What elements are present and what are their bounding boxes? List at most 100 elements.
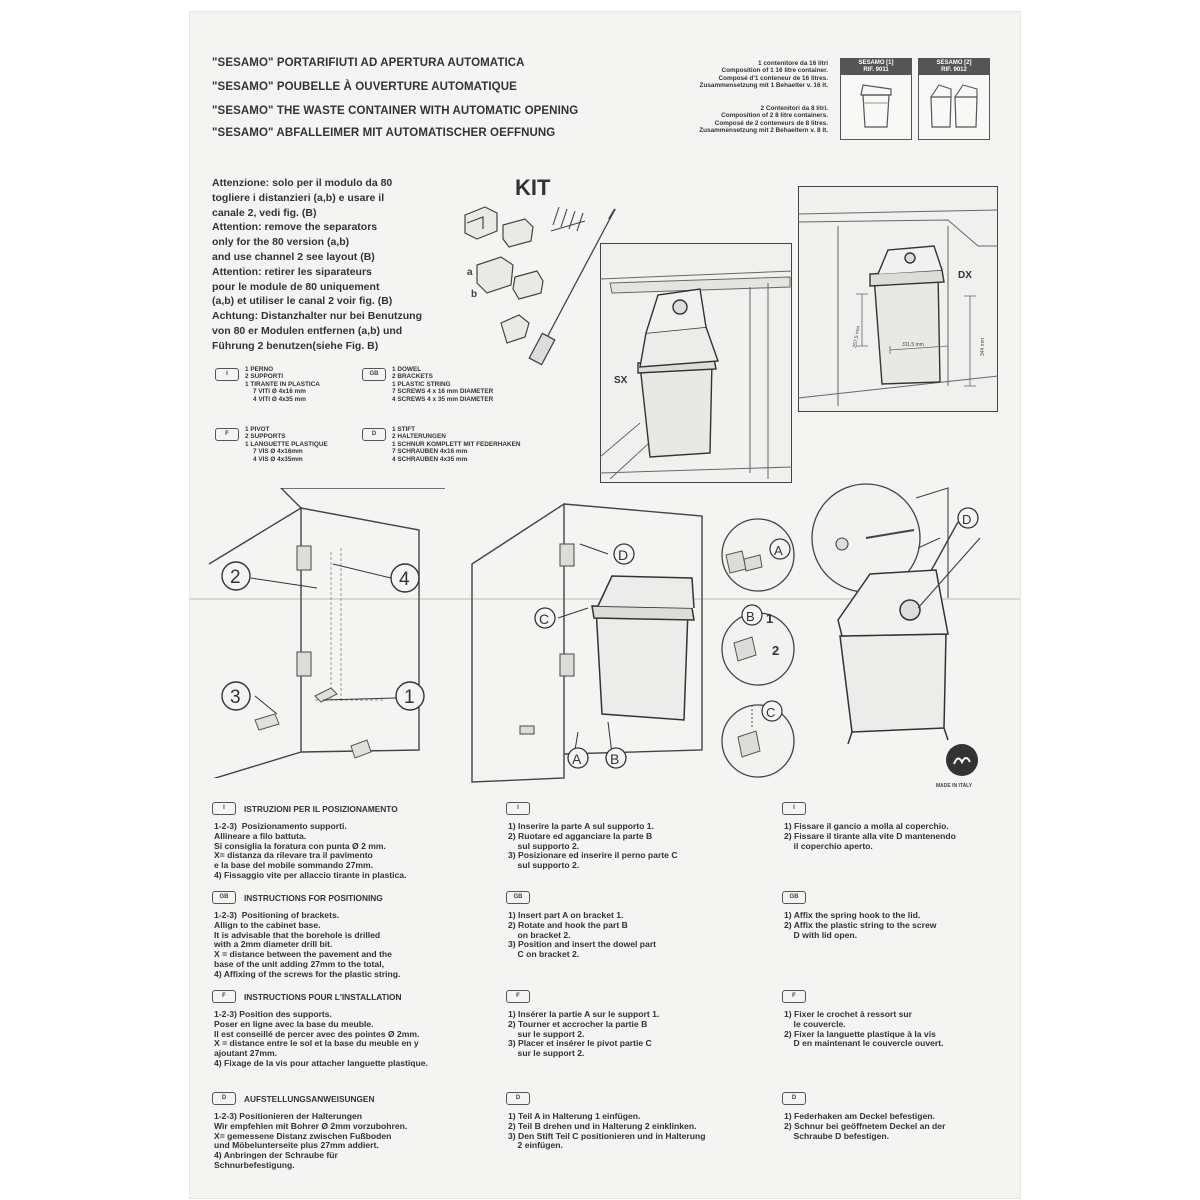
composition-single: 1 contenitore da 16 litri Composition of…	[628, 60, 828, 90]
section-flag: F	[212, 990, 236, 1003]
section-col3: 1) Fissare il gancio a molla al coperchi…	[784, 821, 956, 851]
flag-gb: GB	[362, 368, 386, 381]
section-flag-col2: GB	[506, 891, 530, 904]
open-bin-sx	[637, 288, 719, 458]
section-col2: 1) Insert part A on bracket 1. 2) Rotate…	[508, 910, 657, 960]
flag-de: D	[362, 428, 386, 441]
callout-d-right: D	[962, 512, 971, 527]
section-col1: 1-2-3) Position des supports. Poser en l…	[214, 1009, 428, 1068]
dim-depth: 257,5 mm	[852, 325, 862, 348]
title-it: "SESAMO" PORTARIFIUTI AD APERTURA AUTOMA…	[212, 57, 525, 69]
hinge-group	[296, 545, 312, 677]
ref-box-label: SESAMO [1] RIF. 9011	[841, 59, 911, 75]
section-col3: 1) Affix the spring hook to the lid. 2) …	[784, 910, 937, 940]
brand-logo	[946, 744, 978, 776]
section-flag-col2: I	[506, 802, 530, 815]
composition-line: Composé de 2 conteneurs de 8 litres.	[714, 119, 828, 127]
title-de: "SESAMO" ABFALLEIMER MIT AUTOMATISCHER O…	[212, 127, 556, 139]
bin-on-door	[591, 575, 695, 721]
dim-width: 311,5 mm	[902, 342, 924, 348]
made-in-italy: MADE IN ITALY	[936, 783, 973, 789]
detail-b	[721, 612, 795, 686]
callout-c: C	[539, 611, 549, 627]
flag-it: I	[215, 368, 239, 381]
kit-title: KIT	[515, 175, 551, 200]
attention-line: (a,b) et utiliser le canal 2 voir fig. (…	[212, 295, 393, 308]
flag-fr: F	[215, 428, 239, 441]
detail-label-b: B	[746, 609, 755, 624]
section-col1: 1-2-3) Posizionamento supporti. Allinear…	[214, 821, 407, 880]
section-heading: ISTRUZIONI PER IL POSIZIONAMENTO	[244, 804, 398, 814]
title-en: "SESAMO" THE WASTE CONTAINER WITH AUTOMA…	[212, 105, 579, 117]
section-flag-col3: F	[782, 990, 806, 1003]
section-heading: INSTRUCTIONS POUR L'INSTALLATION	[244, 992, 402, 1002]
plastic-string-icon	[528, 208, 616, 366]
section-flag-col3: I	[782, 802, 806, 815]
attention-line: togliere i distanzieri (a,b) e usare il	[212, 191, 385, 204]
section-flag: I	[212, 802, 236, 815]
bracket-part	[350, 739, 372, 759]
callout-a: A	[572, 751, 582, 767]
callout-4: 4	[399, 569, 410, 590]
bin-mounting-drawing: D C A B	[471, 502, 703, 783]
ref-box-label: SESAMO [2] RIF. 9012	[919, 59, 989, 75]
attention-block: Attenzione: solo per il modulo da 80 tog…	[212, 176, 422, 354]
detail-label-a: A	[774, 543, 783, 558]
section-flag-col2: F	[506, 990, 530, 1003]
attention-line: and use channel 2 see layout (B)	[212, 250, 375, 263]
ref-box-sesamo-2: SESAMO [2] RIF. 9012	[918, 58, 990, 140]
screws-icon	[550, 206, 586, 232]
dx-cabinet-illustration: DX 257,5 mm 311,5 mm 344 mm	[798, 186, 998, 412]
composition-line: Zusammensetzung mit 2 Behaeltern v. 8 lt…	[699, 127, 828, 135]
spring-hook-drawing: D	[811, 483, 981, 745]
callout-b: B	[610, 751, 619, 767]
section-col1: 1-2-3) Positioning of brackets. Allign t…	[214, 910, 401, 979]
section-flag: GB	[212, 891, 236, 904]
dim-height: 344 mm	[980, 338, 986, 356]
ref-box-sesamo-1: SESAMO [1] RIF. 9011	[840, 58, 912, 140]
section-heading: AUFSTELLUNGSANWEISUNGEN	[244, 1094, 375, 1104]
label-small-a: a	[467, 267, 473, 278]
logo-mark-icon	[953, 757, 971, 765]
composition-double: 2 Contenitori da 8 litri. Composition of…	[628, 105, 828, 135]
detail-b-sub2: 2	[772, 643, 779, 658]
detail-b-sub1: 1	[766, 611, 773, 626]
callout-1: 1	[404, 687, 415, 708]
attention-line: Attention: remove the separators	[212, 221, 378, 234]
closed-bin-dx	[869, 245, 945, 385]
detail-circles: A B C 1 2	[721, 518, 795, 778]
sx-cabinet-illustration: SX	[600, 243, 792, 483]
label-sx: SX	[614, 375, 628, 386]
composition-line: Composition of 2 8 litre containers.	[721, 112, 828, 120]
bin-lid-open	[837, 569, 949, 745]
section-col3: 1) Fixer le crochet à ressort sur le cou…	[784, 1009, 944, 1049]
section-col1: 1-2-3) Positionieren der Halterungen Wir…	[214, 1111, 408, 1170]
label-dx: DX	[958, 270, 972, 281]
section-flag: D	[212, 1092, 236, 1105]
composition-line: Composition of 1 16 litre container.	[721, 67, 828, 75]
attention-line: Attention: retirer les siparateurs	[212, 265, 372, 278]
detail-label-c: C	[766, 705, 775, 720]
section-col2: 1) Inserire la parte A sul supporto 1. 2…	[508, 821, 678, 871]
attention-line: canale 2, vedi fig. (B)	[212, 206, 317, 219]
composition-line: Composé d'1 conteneur de 16 litres.	[718, 74, 828, 82]
section-flag-col2: D	[506, 1092, 530, 1105]
callout-2: 2	[230, 567, 241, 588]
section-flag-col3: D	[782, 1092, 806, 1105]
section-col3: 1) Federhaken am Deckel befestigen. 2) S…	[784, 1111, 946, 1141]
callout-3: 3	[230, 687, 241, 708]
callout-d: D	[618, 547, 628, 563]
section-col2: 1) Teil A in Halterung 1 einfügen. 2) Te…	[508, 1111, 706, 1151]
attention-line: only for the 80 version (a,b)	[212, 236, 350, 249]
composition-line: 2 Contenitori da 8 litri.	[760, 105, 828, 112]
attention-line: pour le module de 80 uniquement	[212, 280, 380, 293]
composition-line: Zusammensetzung mit 1 Behaelter v. 16 lt…	[699, 82, 828, 90]
attention-line: von 80 er Modulen entfernen (a,b) und	[212, 324, 403, 337]
bracket-positioning-drawing: 2 4 3 1	[208, 488, 445, 778]
composition-line: 1 contenitore da 16 litri	[758, 60, 828, 67]
section-flag-col3: GB	[782, 891, 806, 904]
section-col2: 1) Insérer la partie A sur le support 1.…	[508, 1009, 660, 1059]
kit-parts-drawing: a b	[464, 206, 616, 366]
label-small-b: b	[471, 289, 477, 300]
single-bin-icon	[860, 84, 892, 128]
